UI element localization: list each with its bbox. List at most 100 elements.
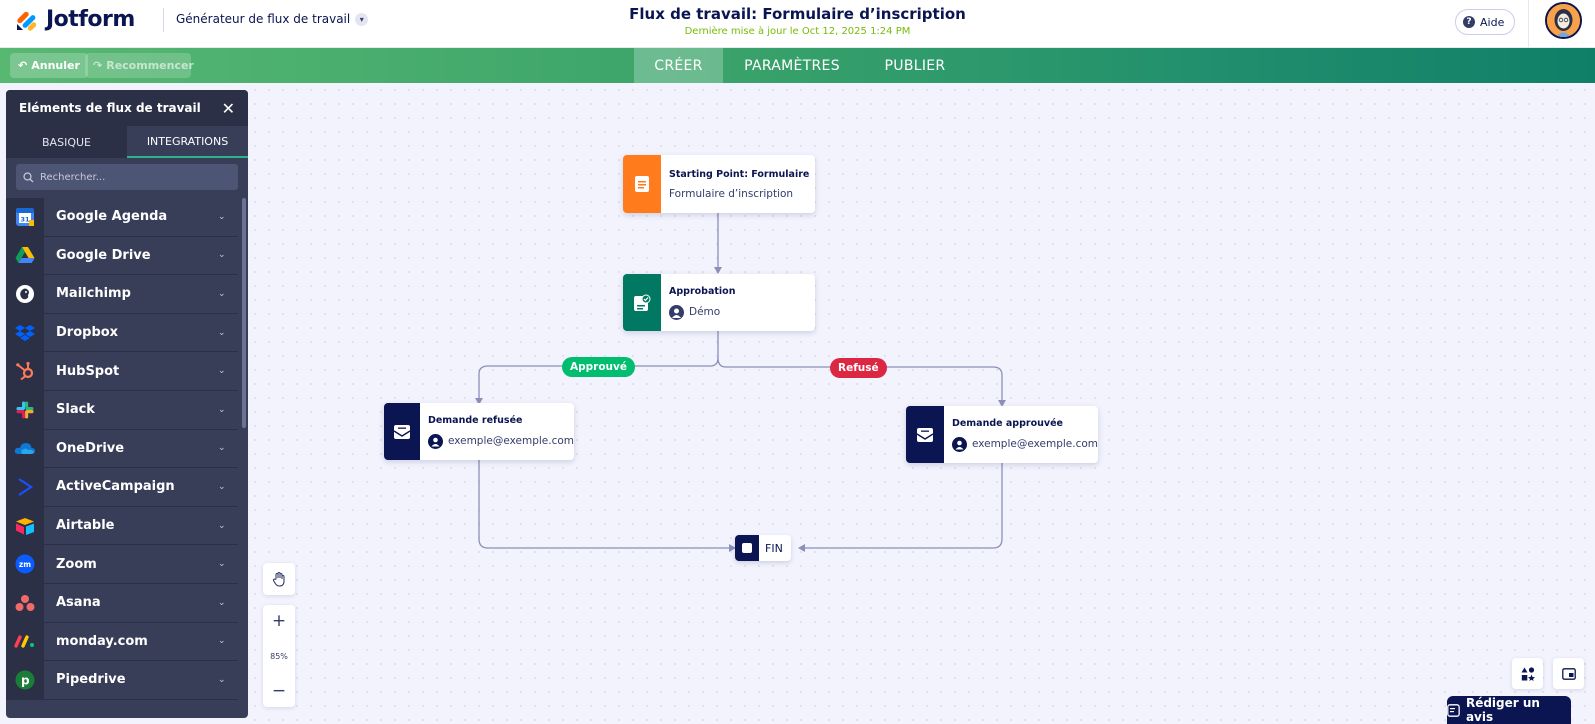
google-drive-icon — [15, 247, 35, 264]
rejected-recipient: exemple@exemple.com — [427, 433, 574, 449]
undo-icon: ↶ — [18, 59, 28, 72]
user-icon — [427, 433, 443, 449]
tab-integrations[interactable]: INTEGRATIONS — [127, 126, 248, 158]
integration-onedrive[interactable]: OneDrive ⌄ — [6, 429, 238, 469]
end-node[interactable]: FIN — [735, 535, 791, 561]
user-icon — [951, 436, 967, 452]
panel-tabs: BASIQUE INTEGRATIONS — [6, 126, 248, 158]
integration-mailchimp[interactable]: Mailchimp ⌄ — [6, 275, 238, 314]
top-header: Jotform Générateur de flux de travail ▾ … — [0, 0, 1595, 48]
approved-node-title: Demande approuvée — [951, 417, 1063, 429]
chevron-down-icon: ⌄ — [218, 250, 226, 261]
integration-slack[interactable]: Slack ⌄ — [6, 390, 238, 430]
pan-tool-button[interactable] — [263, 563, 295, 595]
approval-node[interactable]: Approbation Démo — [623, 274, 815, 331]
integration-dropbox[interactable]: Dropbox ⌄ — [6, 313, 238, 353]
chevron-down-icon: ⌄ — [218, 288, 226, 299]
logo-text: Jotform — [46, 6, 135, 32]
integration-asana[interactable]: Asana ⌄ — [6, 583, 238, 623]
question-icon: ? — [1463, 16, 1475, 28]
undo-button[interactable]: ↶ Annuler — [10, 53, 88, 78]
email-icon — [384, 403, 420, 460]
chevron-down-icon: ⌄ — [218, 636, 226, 647]
edge-approved-end — [802, 463, 1003, 549]
avatar[interactable] — [1545, 2, 1582, 39]
integration-zoom[interactable]: zm Zoom ⌄ — [6, 545, 238, 584]
chevron-down-icon: ⌄ — [218, 559, 226, 570]
rejected-email: exemple@exemple.com — [447, 435, 574, 447]
integration-hubspot[interactable]: HubSpot ⌄ — [6, 352, 238, 391]
pipedrive-icon: p — [15, 670, 35, 690]
close-icon[interactable]: ✕ — [221, 98, 235, 118]
page-title: Flux de travail: Formulaire d’inscriptio… — [629, 5, 966, 23]
integration-monday[interactable]: monday.com ⌄ — [6, 622, 238, 662]
zoom-in-button[interactable]: + — [271, 611, 287, 631]
integration-pipedrive[interactable]: p Pipedrive ⌄ — [6, 661, 238, 700]
edge-rejected-end — [478, 460, 732, 549]
tab-basic[interactable]: BASIQUE — [42, 135, 91, 149]
integration-label: Dropbox — [56, 325, 119, 341]
rejected-node-title: Demande refusée — [427, 414, 523, 426]
panel-header: Eléments de flux de travail ✕ — [6, 90, 248, 126]
redo-button[interactable]: ↷ Recommencer — [85, 53, 194, 78]
integration-label: ActiveCampaign — [56, 479, 175, 495]
approved-branch-label[interactable]: Approuvé — [562, 357, 635, 377]
email-icon — [906, 406, 944, 463]
integration-google-drive[interactable]: Google Drive ⌄ — [6, 236, 238, 276]
header-divider — [163, 8, 164, 32]
rejected-branch-label[interactable]: Refusé — [830, 358, 887, 378]
zoom-icon: zm — [15, 554, 35, 574]
integration-airtable[interactable]: Airtable ⌄ — [6, 506, 238, 546]
tab-settings-label: PARAMÈTRES — [744, 57, 840, 74]
review-label: Rédiger un avis — [1465, 696, 1540, 724]
elements-toggle-button[interactable] — [1512, 658, 1543, 689]
minimap-toggle-button[interactable] — [1553, 658, 1584, 689]
approval-icon — [623, 274, 661, 331]
integration-label: OneDrive — [56, 440, 125, 456]
zoom-out-button[interactable]: − — [271, 681, 287, 701]
workflow-canvas[interactable]: Starting Point: Formulaire Formulaire d’… — [248, 83, 1595, 723]
svg-text:31: 31 — [20, 215, 30, 223]
integration-label: Slack — [56, 402, 95, 418]
approval-assignee: Démo — [669, 304, 735, 320]
start-node-form: Formulaire d’inscription — [669, 187, 794, 200]
chevron-down-icon: ⌄ — [218, 404, 226, 415]
asana-icon — [15, 594, 35, 611]
jotform-logo[interactable]: Jotform — [14, 6, 135, 32]
assignee-avatar — [669, 304, 684, 320]
tab-create[interactable]: CRÉER — [634, 48, 723, 83]
chevron-down-icon: ⌄ — [218, 597, 226, 608]
avatar-image — [1547, 4, 1580, 37]
builder-selector[interactable]: Générateur de flux de travail ▾ — [176, 12, 369, 26]
panel-scrollbar[interactable] — [242, 198, 246, 428]
search-wrap — [6, 158, 248, 196]
minimap-icon — [1561, 667, 1576, 680]
search-input[interactable] — [40, 171, 220, 183]
chevron-down-icon: ⌄ — [218, 481, 226, 492]
arrow-end-left — [729, 544, 736, 552]
dropbox-icon — [15, 324, 35, 341]
tab-settings[interactable]: PARAMÈTRES — [733, 48, 851, 83]
builder-navbar: ↶ Annuler ↷ Recommencer CRÉER PARAMÈTRES… — [0, 48, 1595, 83]
zoom-controls: + 85% − — [263, 605, 295, 707]
write-review-button[interactable]: Rédiger un avis — [1447, 696, 1571, 724]
airtable-icon — [16, 517, 34, 535]
svg-text:zm: zm — [19, 560, 31, 569]
integrations-list: 31 Google Agenda ⌄ Google Drive ⌄ Mailch… — [6, 198, 238, 700]
integration-google-calendar[interactable]: 31 Google Agenda ⌄ — [6, 198, 238, 237]
undo-label: Annuler — [31, 59, 80, 72]
help-button[interactable]: ? Aide — [1455, 9, 1516, 35]
tab-publish[interactable]: PUBLIER — [870, 48, 960, 83]
start-node[interactable]: Starting Point: Formulaire Formulaire d’… — [623, 155, 815, 213]
approved-email: exemple@exemple.com — [971, 438, 1098, 450]
arrow-approval — [714, 267, 722, 274]
hand-icon — [272, 571, 285, 587]
zoom-level: 85% — [270, 651, 288, 661]
slack-icon — [16, 401, 34, 419]
integration-activecampaign[interactable]: ActiveCampaign ⌄ — [6, 468, 238, 507]
stop-icon — [735, 535, 759, 561]
integration-label: Google Agenda — [56, 209, 168, 225]
redo-label: Recommencer — [106, 59, 194, 72]
rejected-email-node[interactable]: Demande refusée exemple@exemple.com — [384, 403, 574, 460]
approved-email-node[interactable]: Demande approuvée exemple@exemple.com — [906, 406, 1098, 463]
